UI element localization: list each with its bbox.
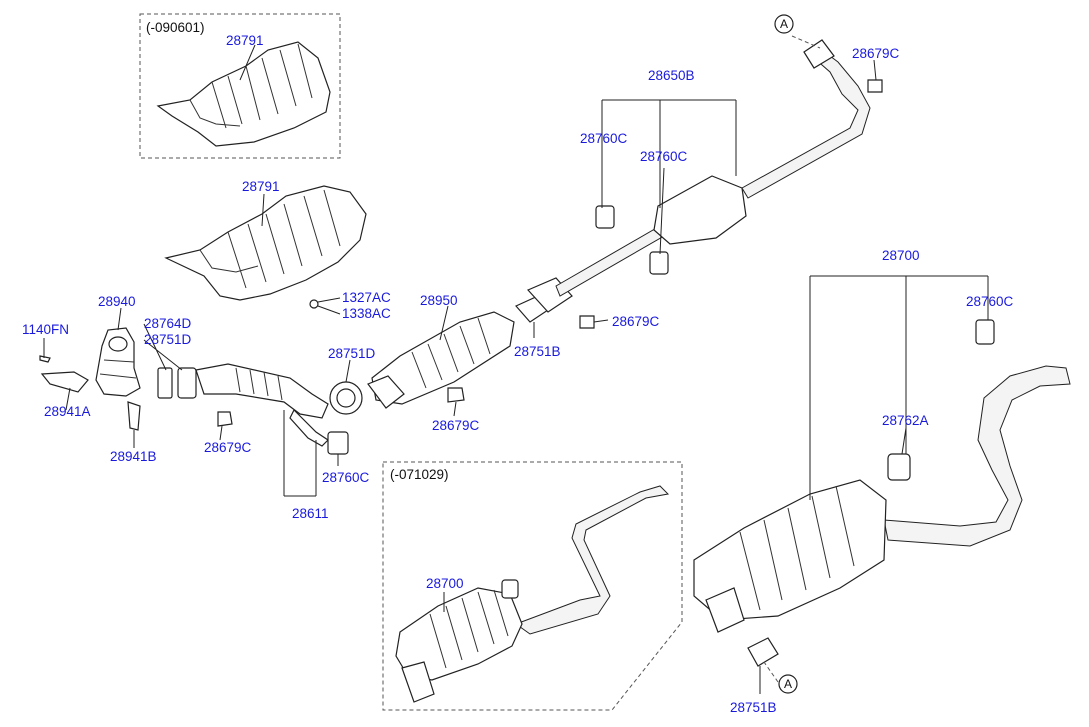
part-label-28762a: 28762A bbox=[882, 413, 929, 428]
front-pipe bbox=[195, 363, 329, 447]
hanger-28760c-front bbox=[327, 431, 349, 455]
note-090601: (-090601) bbox=[146, 20, 205, 35]
part-label-28941a: 28941A bbox=[44, 404, 91, 419]
part-label-28764d: 28764D bbox=[144, 316, 192, 331]
part-label-28941b: 28941B bbox=[110, 449, 157, 464]
callout-a-top-label: A bbox=[780, 17, 788, 31]
part-label-1338ac: 1338AC bbox=[342, 306, 391, 321]
part-label-28760c-front: 28760C bbox=[322, 470, 370, 485]
nut-28679c-d bbox=[867, 79, 883, 93]
part-label-28940: 28940 bbox=[98, 294, 136, 309]
part-label-28760c-center-right: 28760C bbox=[640, 149, 688, 164]
part-label-28751d-mid: 28751D bbox=[328, 346, 376, 361]
part-label-28791-upper: 28791 bbox=[226, 33, 264, 48]
part-label-1327ac: 1327AC bbox=[342, 290, 391, 305]
catalytic-manifold bbox=[39, 327, 141, 431]
hanger-28760c-c bbox=[649, 251, 669, 275]
part-label-28650b: 28650B bbox=[648, 68, 695, 83]
part-label-28700-main: 28700 bbox=[882, 248, 920, 263]
part-label-28751b-mid: 28751B bbox=[514, 344, 561, 359]
callout-a-top bbox=[774, 14, 794, 34]
gasket-28751b-b bbox=[747, 637, 779, 667]
heat-shield-lower bbox=[164, 185, 367, 309]
part-label-28611: 28611 bbox=[292, 506, 329, 521]
nut-28679c-c bbox=[579, 315, 595, 329]
catalytic-converter bbox=[367, 311, 515, 409]
rear-muffler-variant bbox=[395, 485, 670, 703]
part-label-28679c-right-of-gasket: 28679C bbox=[612, 314, 660, 329]
part-label-28679c-top: 28679C bbox=[852, 46, 900, 61]
part-label-28791-lower: 28791 bbox=[242, 179, 280, 194]
callout-a-bottom-label: A bbox=[784, 677, 792, 691]
part-label-28679c-mid: 28679C bbox=[432, 418, 480, 433]
part-label-28751b-rear: 28751B bbox=[730, 700, 777, 715]
gasket-28764d bbox=[157, 367, 173, 399]
heat-shield-upper bbox=[156, 41, 331, 147]
part-label-1140fn: 1140FN bbox=[22, 322, 69, 337]
callout-a-bottom bbox=[778, 674, 798, 694]
hanger-28762a bbox=[887, 453, 911, 481]
variant-box-muffler bbox=[382, 461, 683, 711]
rear-muffler-main bbox=[693, 319, 1071, 667]
hanger-28760c-b bbox=[595, 205, 615, 229]
center-muffler-assembly bbox=[555, 39, 871, 297]
part-label-28760c-rear: 28760C bbox=[966, 294, 1014, 309]
part-label-28751d-front: 28751D bbox=[144, 332, 192, 347]
nut-28679c-front bbox=[217, 411, 233, 427]
hanger-28760c-d bbox=[975, 319, 995, 345]
part-label-28679c-front: 28679C bbox=[204, 440, 252, 455]
part-label-28760c-center-left: 28760C bbox=[580, 131, 628, 146]
note-071029: (-071029) bbox=[390, 467, 449, 482]
variant-box-heat-shield bbox=[139, 13, 341, 159]
part-label-28700-variant: 28700 bbox=[426, 576, 464, 591]
nut-28679c-mid bbox=[447, 387, 465, 403]
part-label-28950: 28950 bbox=[420, 293, 458, 308]
